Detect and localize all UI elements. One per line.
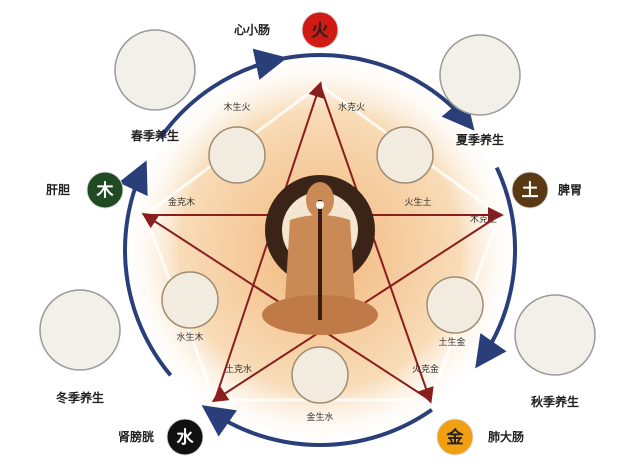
element-char: 水 [177,427,195,448]
element-node [86,171,124,209]
control-label: 土克水 [225,363,252,375]
cycle-arrow [158,48,288,140]
organ-label: 脾胃 [558,182,582,197]
organ-label: 肾膀胱 [118,429,154,444]
control-arrow [319,84,434,404]
meditating-figure [262,175,378,335]
element-node [436,418,474,456]
generating-label: 金生水 [306,411,333,423]
generating-illustration [291,346,349,404]
element-node [511,171,549,209]
generating-label: 木生火 [223,101,250,113]
organ-label: 心小肠 [234,22,270,37]
season-illustration [439,34,521,116]
season-label: 春季养生 [130,128,179,143]
cycle-arrow [201,405,433,447]
element-node [301,11,339,49]
element-char: 木 [96,180,115,201]
element-char: 金 [446,427,465,448]
season-illustration [39,289,121,371]
cycle-arrow [475,166,517,369]
generating-illustration [208,126,266,184]
season-illustration [114,29,196,111]
control-label: 金克木 [168,196,195,208]
control-label: 水克火 [338,101,365,113]
season-label: 秋季养生 [531,394,579,409]
generating-illustration [426,276,484,334]
generating-illustration [161,271,219,329]
season-label: 夏季养生 [456,132,504,147]
generating-cycle-arrows [118,48,517,447]
control-label: 火克金 [412,363,439,375]
organ-label: 肝胆 [46,182,70,197]
generating-illustration [376,126,434,184]
cycle-arrow [118,160,173,377]
generating-label: 火生土 [404,196,431,208]
generating-label: 土生金 [438,336,465,348]
element-char: 土 [522,180,539,201]
organ-label: 肺大肠 [488,429,524,444]
season-illustration [514,294,596,376]
element-node [166,418,204,456]
season-label: 冬季养生 [56,390,104,405]
generating-label: 水生木 [176,331,203,343]
element-char: 火 [312,21,330,41]
